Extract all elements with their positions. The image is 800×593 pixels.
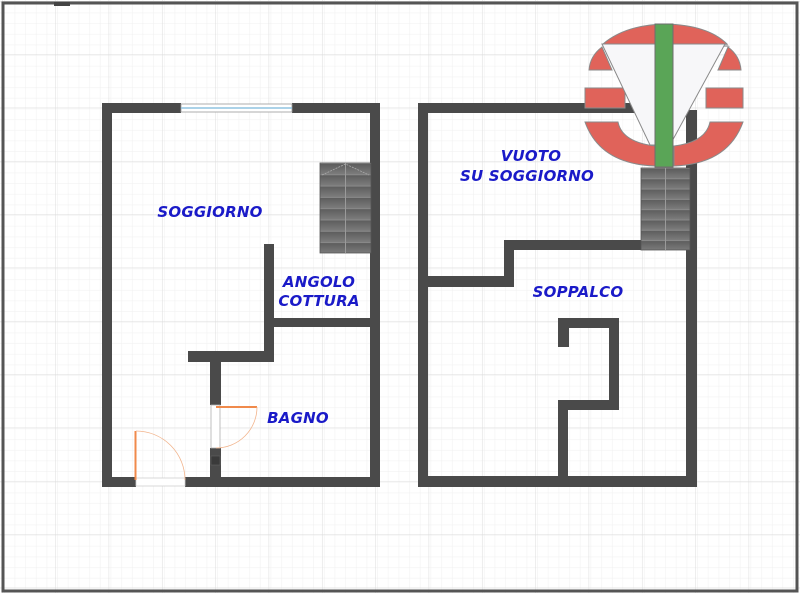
room-label-line: ANGOLO xyxy=(282,273,356,291)
room-label-vuoto: VUOTO SU SOGGIORNO xyxy=(456,146,598,186)
room-label-bagno: BAGNO xyxy=(256,409,340,428)
entrance-door xyxy=(134,430,186,487)
upper-floor-walls xyxy=(418,103,697,487)
room-label-soppalco: SOPPALCO xyxy=(525,283,631,302)
room-label-line: VUOTO xyxy=(500,147,562,165)
room-label-line: SOPPALCO xyxy=(532,283,624,301)
room-label-soggiorno: SOGGIORNO xyxy=(150,203,270,222)
staircase-icon xyxy=(640,167,691,251)
upper-floor-plan xyxy=(418,103,697,487)
room-label-line: SU SOGGIORNO xyxy=(460,167,594,185)
company-logo-icon xyxy=(584,23,744,168)
room-label-line: SOGGIORNO xyxy=(157,203,263,221)
room-label-angolo-cottura: ANGOLO COTTURA xyxy=(276,273,362,311)
staircase-icon xyxy=(319,162,372,254)
ground-floor-plan xyxy=(102,103,380,487)
window xyxy=(180,103,293,113)
bathroom-door xyxy=(210,404,258,449)
room-label-line: BAGNO xyxy=(267,409,329,427)
ground-floor-walls xyxy=(102,103,380,487)
room-label-line: COTTURA xyxy=(278,292,360,310)
